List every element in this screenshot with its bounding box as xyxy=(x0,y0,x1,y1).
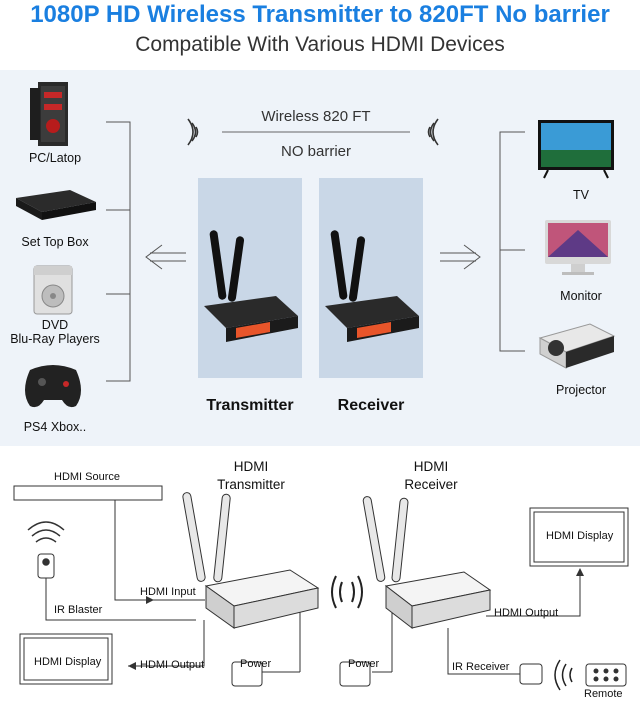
range-label: Wireless 820 FT xyxy=(261,108,371,125)
pc-tower-icon xyxy=(30,82,68,146)
dvd-player-icon xyxy=(33,265,73,315)
transmitter-device-icon xyxy=(204,230,298,342)
page-title: 1080P HD Wireless Transmitter to 820FT N… xyxy=(30,1,610,28)
tv-icon xyxy=(538,120,614,179)
display-label-monitor: Monitor xyxy=(560,289,602,303)
tx-title-1: HDMI xyxy=(233,459,269,474)
source-bracket xyxy=(106,121,131,382)
rx-title-1: HDMI xyxy=(413,459,449,474)
source-label-dvd: DVD xyxy=(41,318,69,332)
hdmi-source-label: HDMI Source xyxy=(54,471,121,483)
display-label-projector: Projector xyxy=(555,383,607,397)
source-label-pc: PC/Latop xyxy=(28,151,82,165)
right-arrow-icon xyxy=(440,244,481,270)
hdmi-display-right-label: HDMI Display xyxy=(546,530,614,542)
remote-icon xyxy=(585,663,627,687)
game-controller-icon xyxy=(25,365,81,408)
wireless-right-icon xyxy=(427,118,439,146)
set-top-box-icon xyxy=(16,190,96,220)
ir-receiver-icon xyxy=(519,663,543,685)
connection-diagram xyxy=(13,485,629,691)
tx-title-2: Transmitter xyxy=(217,477,285,492)
hdmi-display-right-icon xyxy=(529,507,629,567)
display-bracket xyxy=(499,131,525,352)
wireless-signal-icon xyxy=(331,575,363,609)
hdmi-input-label: HDMI Input xyxy=(140,586,196,598)
transmitter-label: Transmitter xyxy=(206,397,294,414)
ir-receiver-label: IR Receiver xyxy=(452,661,510,673)
hdmi-display-left-label: HDMI Display xyxy=(34,656,102,668)
power-adapter-right-icon xyxy=(339,661,371,687)
receiver-photo-box xyxy=(319,178,423,378)
ir-blaster-icon xyxy=(27,521,65,579)
power-left-label: Power xyxy=(240,658,272,670)
source-label-set-top-box: Set Top Box xyxy=(21,235,89,249)
diagram-receiver-icon xyxy=(362,496,492,630)
wireless-left-icon xyxy=(187,118,199,146)
projector-icon xyxy=(538,323,616,369)
diagram-transmitter-icon xyxy=(182,492,320,629)
display-label-tv: TV xyxy=(573,188,589,202)
receiver-device-icon xyxy=(325,230,419,342)
hdmi-output-right-label: HDMI Output xyxy=(494,607,559,619)
monitor-icon xyxy=(545,220,611,275)
left-arrow-icon xyxy=(145,244,186,270)
rx-title-2: Receiver xyxy=(404,477,458,492)
ir-blaster-label: IR Blaster xyxy=(54,604,103,616)
transmitter-photo-box xyxy=(198,178,302,378)
power-adapter-left-icon xyxy=(231,661,263,687)
receiver-label: Receiver xyxy=(337,397,405,414)
source-label-console: PS4 Xbox.. xyxy=(23,420,87,434)
remote-signal-icon xyxy=(554,659,573,691)
power-right-label: Power xyxy=(348,658,380,670)
remote-label: Remote xyxy=(584,688,623,700)
hdmi-source-device xyxy=(13,485,163,501)
compatibility-illustration xyxy=(16,82,616,408)
barrier-label: NO barrier xyxy=(280,143,351,160)
source-label-bluray: Blu-Ray Players xyxy=(10,332,100,346)
hdmi-display-left-icon xyxy=(19,633,113,685)
hdmi-output-left-label: HDMI Output xyxy=(140,659,205,671)
page-subtitle: Compatible With Various HDMI Devices xyxy=(135,33,505,56)
